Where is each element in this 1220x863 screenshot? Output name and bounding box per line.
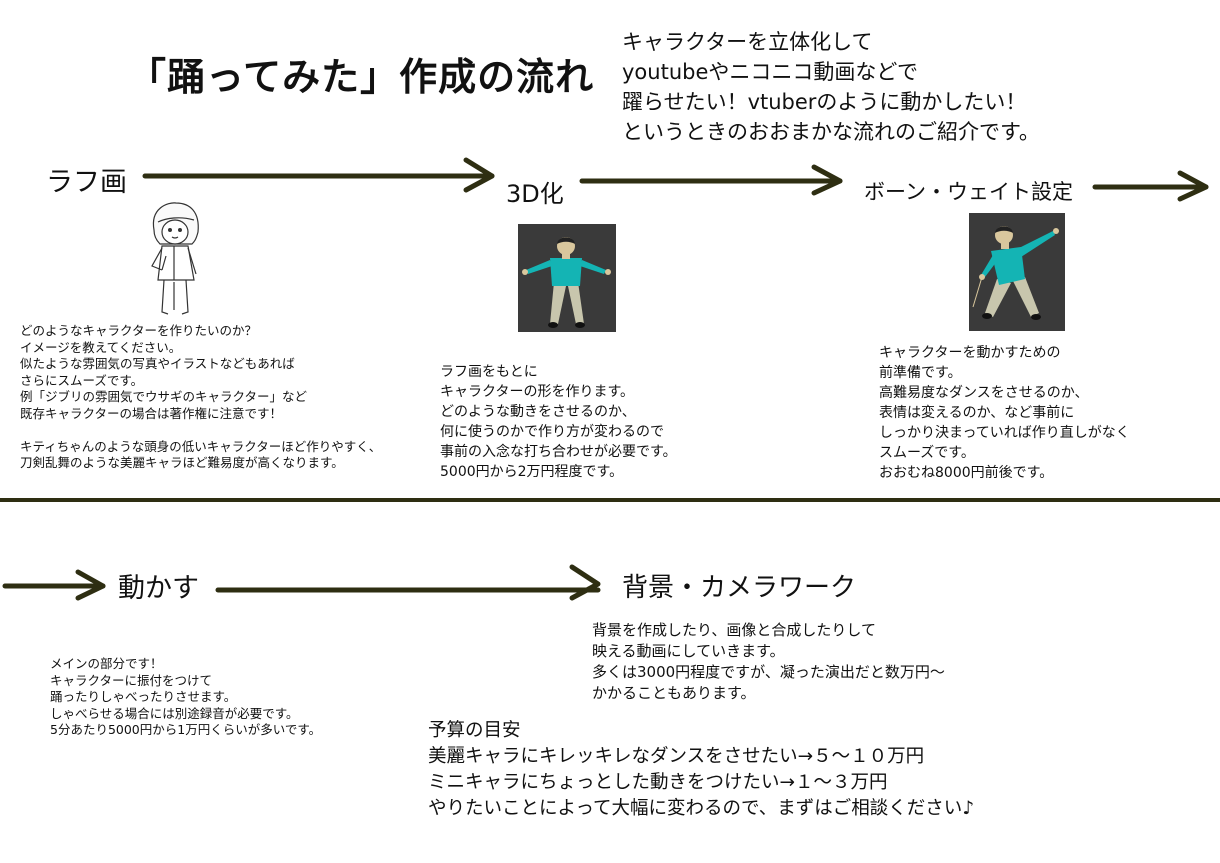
budget-line: ミニキャラにちょっとした動きをつけたい→１～３万円: [428, 772, 888, 793]
desc-line: しっかり決まっていれば作り直しがなく: [879, 425, 1130, 441]
step-rough-title: ラフ画: [46, 167, 127, 198]
desc-line: 背景を作成したり、画像と合成したりして: [592, 621, 876, 639]
desc-line: キャラクターに振付をつけて: [50, 672, 213, 688]
desc-line: 表情は変えるのか、など事前に: [879, 405, 1075, 421]
step-3d-title: 3D化: [506, 180, 564, 208]
desc-line: キャラクターの形を作ります。: [440, 384, 635, 400]
intro-line: というときのおおまかな流れのご紹介です。: [622, 120, 1040, 144]
desc-line: 多くは3000円程度ですが、凝った演出だと数万円～: [592, 663, 945, 681]
desc-line: 既存キャラクターの場合は著作権に注意です！: [20, 405, 283, 421]
step-bone-title: ボーン・ウェイト設定: [864, 180, 1073, 204]
desc-line: どのようなキャラクターを作りたいのか？: [20, 323, 258, 338]
desc-line: 前準備です。: [879, 365, 962, 381]
rigged-model-image: [969, 213, 1065, 331]
desc-line: しゃべらせる場合には別途録音が必要です。: [50, 705, 299, 721]
arrowhead-bone-to-next: [1177, 170, 1209, 202]
budget-section: 予算の目安 美麗キャラにキレッキレなダンスをさせたい→５～１０万円 ミニキャラに…: [428, 718, 974, 822]
desc-line: 似たような雰囲気の写真やイラストなどもあれば: [20, 356, 295, 371]
desc-line: メインの部分です！: [50, 656, 163, 671]
rough-sketch-image: [151, 202, 199, 315]
arrowhead-to-animate: [75, 569, 106, 601]
budget-line: やりたいことによって大幅に変わるので、まずはご相談ください♪: [428, 798, 975, 819]
desc-line: 5000円から2万円程度です。: [440, 464, 624, 480]
desc-line: キャラクターを動かすための: [879, 345, 1061, 361]
desc-line: 事前の入念な打ち合わせが必要です。: [440, 444, 677, 460]
desc-line: さらにスムーズです。: [20, 372, 144, 388]
desc-line: キティちゃんのような頭身の低いキャラクターほど作りやすく、: [20, 438, 382, 454]
3d-model-image: [518, 224, 616, 332]
step-background-description: 背景を作成したり、画像と合成したりして 映える動画にしていきます。 多くは300…: [592, 620, 945, 704]
intro-line: 躍らせたい！vtuberのように動かしたい！: [622, 90, 1027, 114]
desc-line: 刀剣乱舞のような美麗キャラほど難易度が高くなります。: [20, 455, 344, 470]
desc-line: 踊ったりしゃべったりさせます。: [50, 689, 237, 704]
desc-line-blank: [20, 422, 381, 439]
desc-line: イメージを教えてください。: [20, 339, 182, 355]
intro-text: キャラクターを立体化して youtubeやニコニコ動画などで 躍らせたい！vtu…: [622, 27, 1040, 147]
step-background-title: 背景・カメラワーク: [622, 573, 857, 603]
step-animate-title: 動かす: [118, 573, 199, 604]
step-rough-description: どのようなキャラクターを作りたいのか？ イメージを教えてください。 似たような雰…: [20, 323, 381, 472]
desc-line: 例「ジブリの雰囲気でウサギのキャラクター」など: [20, 389, 308, 404]
desc-line: 何に使うのかで作り方が変わるので: [440, 424, 664, 440]
step-3d-description: ラフ画をもとに キャラクターの形を作ります。 どのような動きをさせるのか、 何に…: [440, 362, 677, 482]
desc-line: スムーズです。: [879, 445, 975, 461]
budget-line: 美麗キャラにキレッキレなダンスをさせたい→５～１０万円: [428, 746, 925, 767]
desc-line: どのような動きをさせるのか、: [440, 404, 636, 420]
desc-line: 映える動画にしていきます。: [592, 642, 785, 660]
desc-line: ラフ画をもとに: [440, 364, 538, 380]
page-title: 「踊ってみた」作成の流れ: [128, 55, 595, 99]
budget-heading: 予算の目安: [428, 720, 521, 741]
intro-line: キャラクターを立体化して: [622, 30, 873, 54]
desc-line: 5分あたり5000円から1万円くらいが多いです。: [50, 722, 322, 737]
step-bone-description: キャラクターを動かすための 前準備です。 高難易度なダンスをさせるのか、 表情は…: [879, 343, 1130, 483]
desc-line: おおむね8000円前後です。: [879, 465, 1054, 481]
desc-line: かかることもあります。: [592, 684, 756, 702]
arrowhead-animate-to-bg: [569, 564, 601, 601]
arrowhead-rough-to-3d: [463, 157, 495, 193]
intro-line: youtubeやニコニコ動画などで: [622, 60, 918, 84]
step-animate-description: メインの部分です！ キャラクターに振付をつけて 踊ったりしゃべったりさせます。 …: [50, 656, 321, 739]
desc-line: 高難易度なダンスをさせるのか、: [879, 385, 1089, 401]
arrowhead-3d-to-bone: [811, 164, 843, 196]
